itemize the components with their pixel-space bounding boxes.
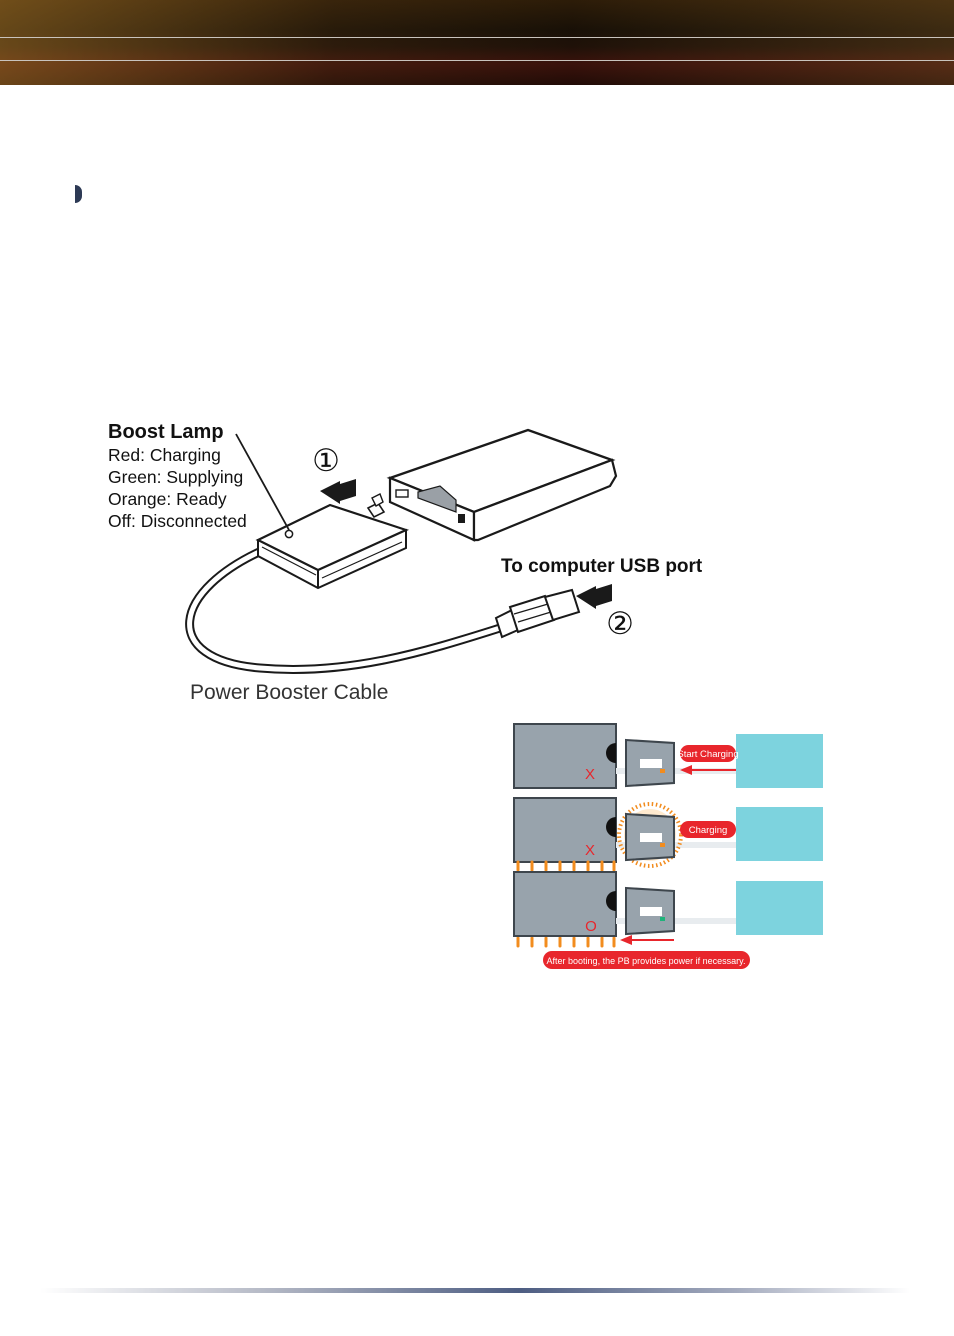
lamp-state-off: Off: Disconnected — [108, 511, 247, 531]
boost-lamp-title: Boost Lamp — [108, 421, 224, 443]
power-booster-unit — [258, 494, 406, 588]
lamp-state-orange: Orange: Ready — [108, 489, 227, 509]
usb-plug — [496, 590, 579, 637]
boost-lamp-indicator — [285, 530, 292, 537]
status-panels: X Start Charging X Cha — [514, 724, 823, 969]
status-row-supplying: O After booting, the PB provides power i… — [514, 862, 823, 969]
row3-status-mark: O — [585, 918, 597, 935]
footer-divider — [40, 1288, 910, 1293]
status-row-start-charging: X Start Charging — [514, 724, 823, 788]
lamp-state-green: Green: Supplying — [108, 467, 243, 487]
row1-status-mark: X — [585, 766, 595, 783]
cable-label: Power Booster Cable — [190, 681, 388, 704]
lamp-state-red: Red: Charging — [108, 445, 221, 465]
step-2-marker: ② — [606, 606, 634, 641]
external-drive — [390, 430, 616, 540]
start-charging-label: Start Charging — [677, 749, 738, 760]
row2-status-mark: X — [585, 842, 595, 859]
after-booting-label: After booting, the PB provides power if … — [547, 956, 746, 966]
status-row-charging: X Charging — [514, 798, 823, 866]
booster-illustration — [190, 430, 616, 669]
step-1-marker: ① — [312, 443, 340, 478]
insert-arrow-icon — [320, 479, 356, 504]
charging-label: Charging — [689, 825, 728, 836]
usb-port-label: To computer USB port — [501, 556, 703, 577]
